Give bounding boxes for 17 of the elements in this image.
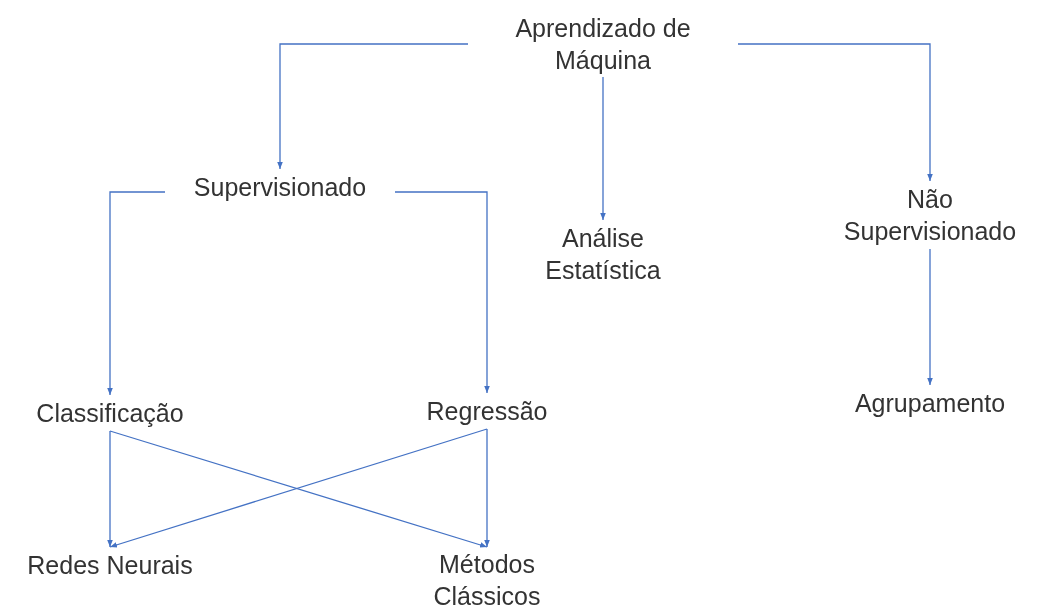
arrow [737, 43, 933, 182]
arrow [927, 248, 933, 386]
concept-label: Agrupamento [825, 385, 1035, 421]
arrow [394, 191, 490, 394]
arrow [600, 76, 606, 221]
concept-label: Métodos Clássicos [402, 547, 572, 613]
arrow [107, 430, 113, 548]
arrow [277, 43, 469, 170]
concept-label: Aprendizado de Máquina [468, 11, 738, 77]
concept-label: Análise Estatística [513, 220, 693, 288]
arrow [107, 191, 166, 396]
concept-label: Regressão [402, 393, 572, 429]
concept-label: Classificação [5, 395, 215, 431]
arrow [484, 428, 490, 548]
concept-label: Supervisionado [165, 169, 395, 205]
concept-label: Não Supervisionado [830, 181, 1030, 249]
concept-label: Redes Neurais [0, 547, 220, 583]
